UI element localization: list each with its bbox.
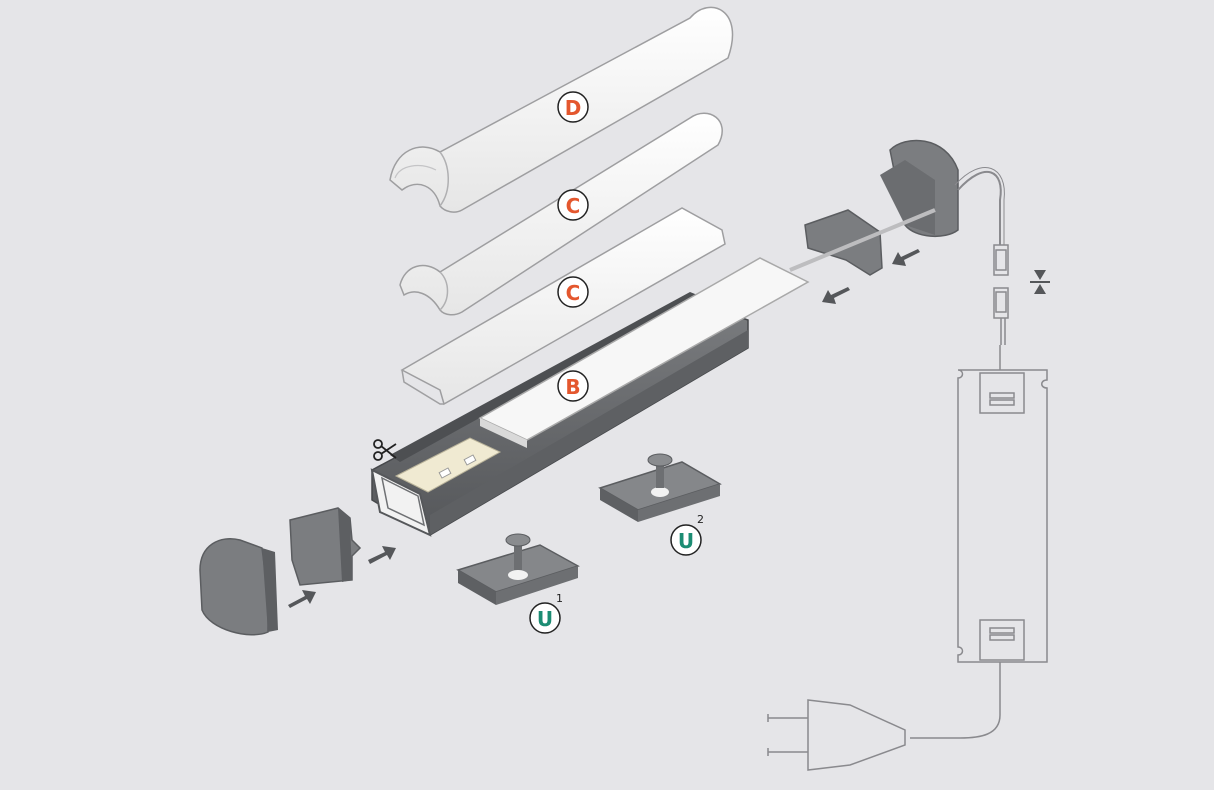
end-cap-left bbox=[199, 538, 278, 636]
end-cap-right bbox=[880, 139, 959, 237]
svg-text:U: U bbox=[537, 607, 553, 631]
arrow-icon bbox=[288, 249, 920, 608]
svg-text:1: 1 bbox=[556, 592, 563, 605]
label-d: D bbox=[557, 91, 589, 123]
connector-icon bbox=[993, 244, 1009, 345]
label-b: B bbox=[557, 370, 589, 402]
connector-arrows bbox=[1030, 252, 1050, 312]
cable-outline bbox=[954, 167, 1005, 245]
end-cap-right-insert bbox=[804, 209, 883, 276]
svg-text:B: B bbox=[565, 375, 580, 399]
svg-text:C: C bbox=[566, 281, 581, 305]
label-u1: U 1 bbox=[529, 592, 563, 634]
flat-diffuser-c bbox=[400, 207, 726, 406]
svg-text:U: U bbox=[678, 529, 694, 553]
cable bbox=[957, 170, 1002, 245]
label-u2: U 2 bbox=[670, 513, 704, 556]
mounting-clip-u2 bbox=[598, 453, 722, 522]
label-c-upper: C bbox=[557, 189, 589, 221]
svg-text:D: D bbox=[565, 96, 582, 120]
plug-icon bbox=[767, 699, 906, 771]
power-supply-icon bbox=[910, 345, 1048, 739]
label-c-lower: C bbox=[557, 276, 589, 308]
svg-text:2: 2 bbox=[697, 513, 704, 526]
mounting-clip-u1 bbox=[456, 533, 580, 605]
svg-text:C: C bbox=[566, 194, 581, 218]
scissors-icon bbox=[373, 439, 397, 461]
end-cap-insert bbox=[289, 507, 362, 586]
cable-inner bbox=[789, 208, 936, 272]
